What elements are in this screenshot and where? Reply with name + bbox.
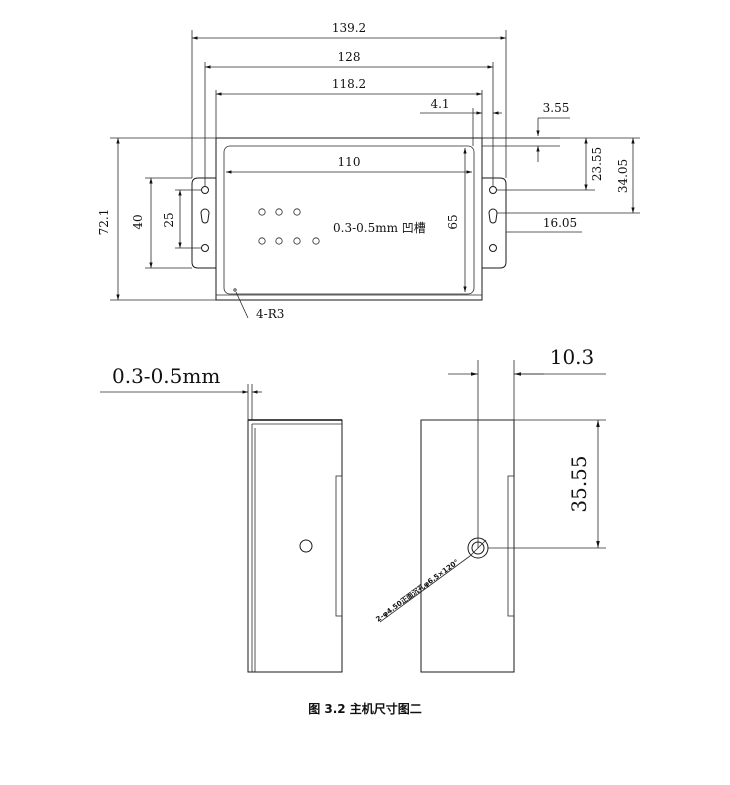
dim-hole-to-slot: 23.55 (590, 147, 604, 181)
dim-inner-height: 65 (446, 214, 460, 229)
end-view-body (420, 419, 515, 673)
dim-flange-height: 40 (131, 214, 145, 229)
enclosure-body-outline (215, 137, 483, 301)
right-keyhole-slot (488, 208, 498, 224)
enclosure-inner-outline (223, 145, 475, 295)
left-keyhole-slot (200, 208, 210, 224)
hole-note: 2-φ4.50正面沉孔φ6.5×120° (374, 557, 461, 623)
side-view: 0.3-0.5mm (100, 364, 343, 673)
dim-overall-width: 139.2 (332, 21, 366, 35)
top-view: 0.3-0.5mm 凹槽 139.2 128 118.2 110 4.1 3.5… (97, 21, 640, 321)
end-view: 10.3 35.55 2-φ4.50正面沉孔φ6.5×120° (374, 345, 606, 673)
dim-inner-width: 110 (338, 155, 361, 169)
left-mounting-flange (191, 177, 216, 269)
dim-flange-hole-edge: 16.05 (543, 216, 577, 230)
side-view-body (247, 419, 343, 673)
dim-hole-to-hole: 34.05 (616, 159, 630, 193)
left-mount-hole-bottom (201, 244, 209, 252)
right-mount-hole-top (489, 186, 497, 194)
groove-label: 0.3-0.5mm 凹槽 (333, 221, 426, 235)
right-mount-hole-bottom (489, 244, 497, 252)
dim-hole-offset: 10.3 (550, 345, 595, 369)
left-mount-hole-top (201, 186, 209, 194)
dim-flange-offset: 4.1 (430, 97, 449, 111)
dim-hole-height: 35.55 (567, 455, 591, 512)
dim-hole-spacing: 128 (338, 50, 361, 64)
side-view-led-hole (299, 539, 313, 553)
figure-caption: 图 3.2 主机尺寸图二 (308, 702, 422, 716)
led-indicator-holes (258, 208, 320, 245)
groove-depth-label: 0.3-0.5mm (112, 364, 220, 388)
dim-hole-top-offset: 3.55 (543, 101, 570, 115)
dim-body-width: 118.2 (332, 77, 366, 91)
corner-radius-label: 4-R3 (256, 307, 284, 321)
dim-total-height: 72.1 (97, 209, 111, 236)
dim-hole-pitch: 25 (162, 212, 176, 227)
